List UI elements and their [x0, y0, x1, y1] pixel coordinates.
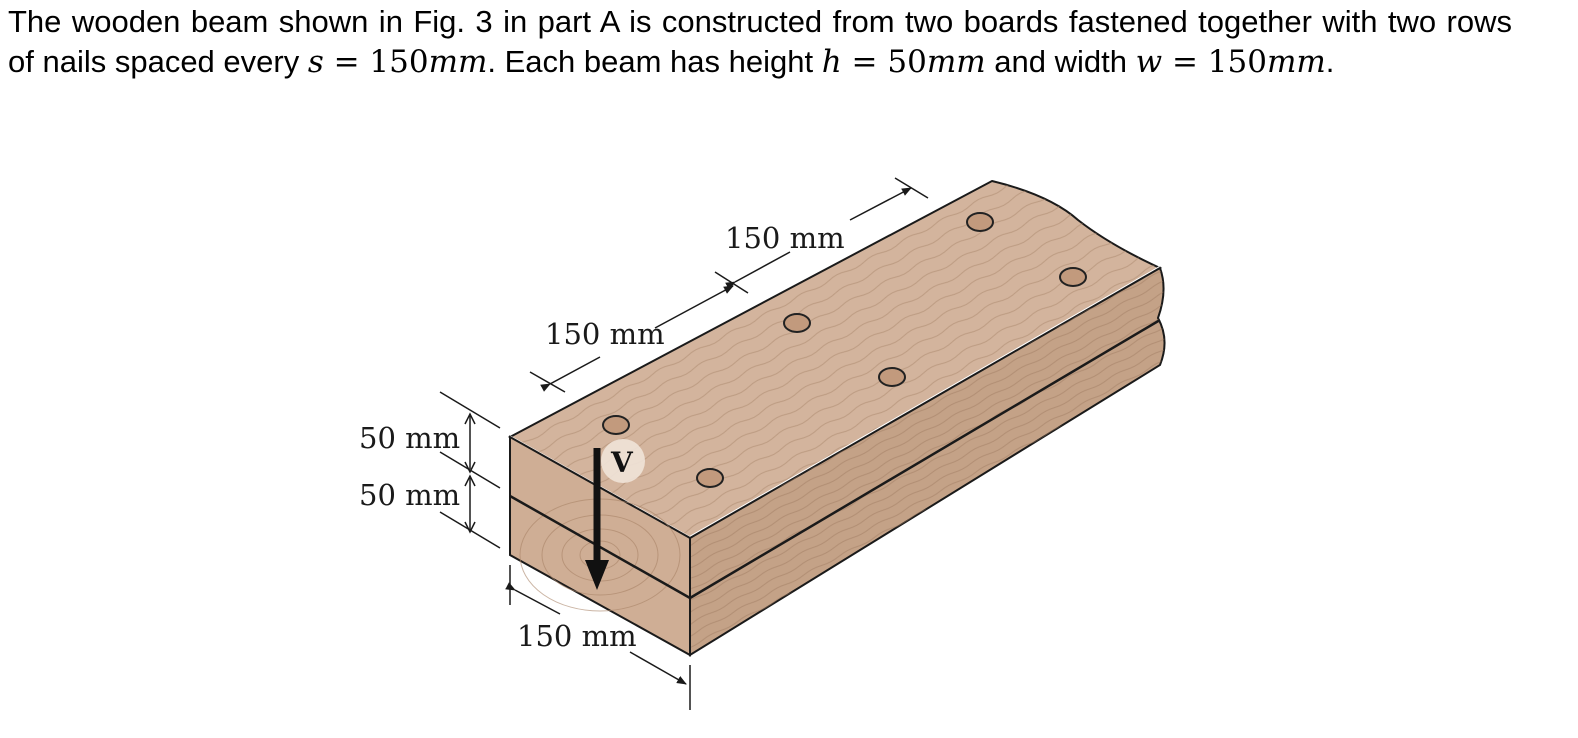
dim-width-label: 150 mm: [517, 619, 637, 653]
spacing-value: = 150: [323, 44, 429, 80]
problem-mid2: and width: [985, 44, 1136, 79]
nail-head: [783, 313, 811, 333]
height-value: = 50: [841, 44, 927, 80]
dim-top-lower-label: 150 mm: [545, 317, 665, 351]
dimension-heights: [439, 391, 501, 549]
nail-head: [696, 468, 724, 488]
dim-height-top-label: 50 mm: [359, 421, 460, 455]
nail-heads: [602, 212, 1087, 488]
dim-height-bottom-label: 50 mm: [359, 478, 460, 512]
height-symbol: h: [821, 44, 842, 80]
nail-head: [602, 415, 630, 435]
dimension-width: [505, 565, 691, 710]
width-equation: w = 150mm: [1136, 44, 1326, 80]
beam-side-face: [689, 266, 1166, 657]
problem-end: .: [1325, 44, 1335, 79]
nail-head: [878, 367, 906, 387]
width-symbol: w: [1135, 44, 1163, 80]
spacing-equation: s = 150mm: [308, 44, 488, 80]
nail-head: [966, 212, 994, 232]
shear-force-arrow: V: [585, 439, 645, 590]
spacing-symbol: s: [307, 44, 324, 80]
height-equation: h = 50mm: [822, 44, 986, 80]
height-unit: mm: [926, 44, 986, 80]
dim-top-upper-label: 150 mm: [725, 221, 845, 255]
problem-mid: . Each beam has height: [487, 44, 822, 79]
force-label: V: [610, 446, 634, 479]
problem-statement: The wooden beam shown in Fig. 3 in part …: [8, 2, 1512, 82]
width-unit: mm: [1266, 44, 1326, 80]
nail-head: [1059, 267, 1087, 287]
problem-intro: The wooden beam shown in Fig. 3 in part …: [8, 4, 1512, 79]
dimension-top-lower: [529, 285, 734, 393]
width-value: = 150: [1162, 44, 1267, 80]
dimension-top-upper: [714, 177, 929, 294]
spacing-unit: mm: [428, 44, 488, 80]
